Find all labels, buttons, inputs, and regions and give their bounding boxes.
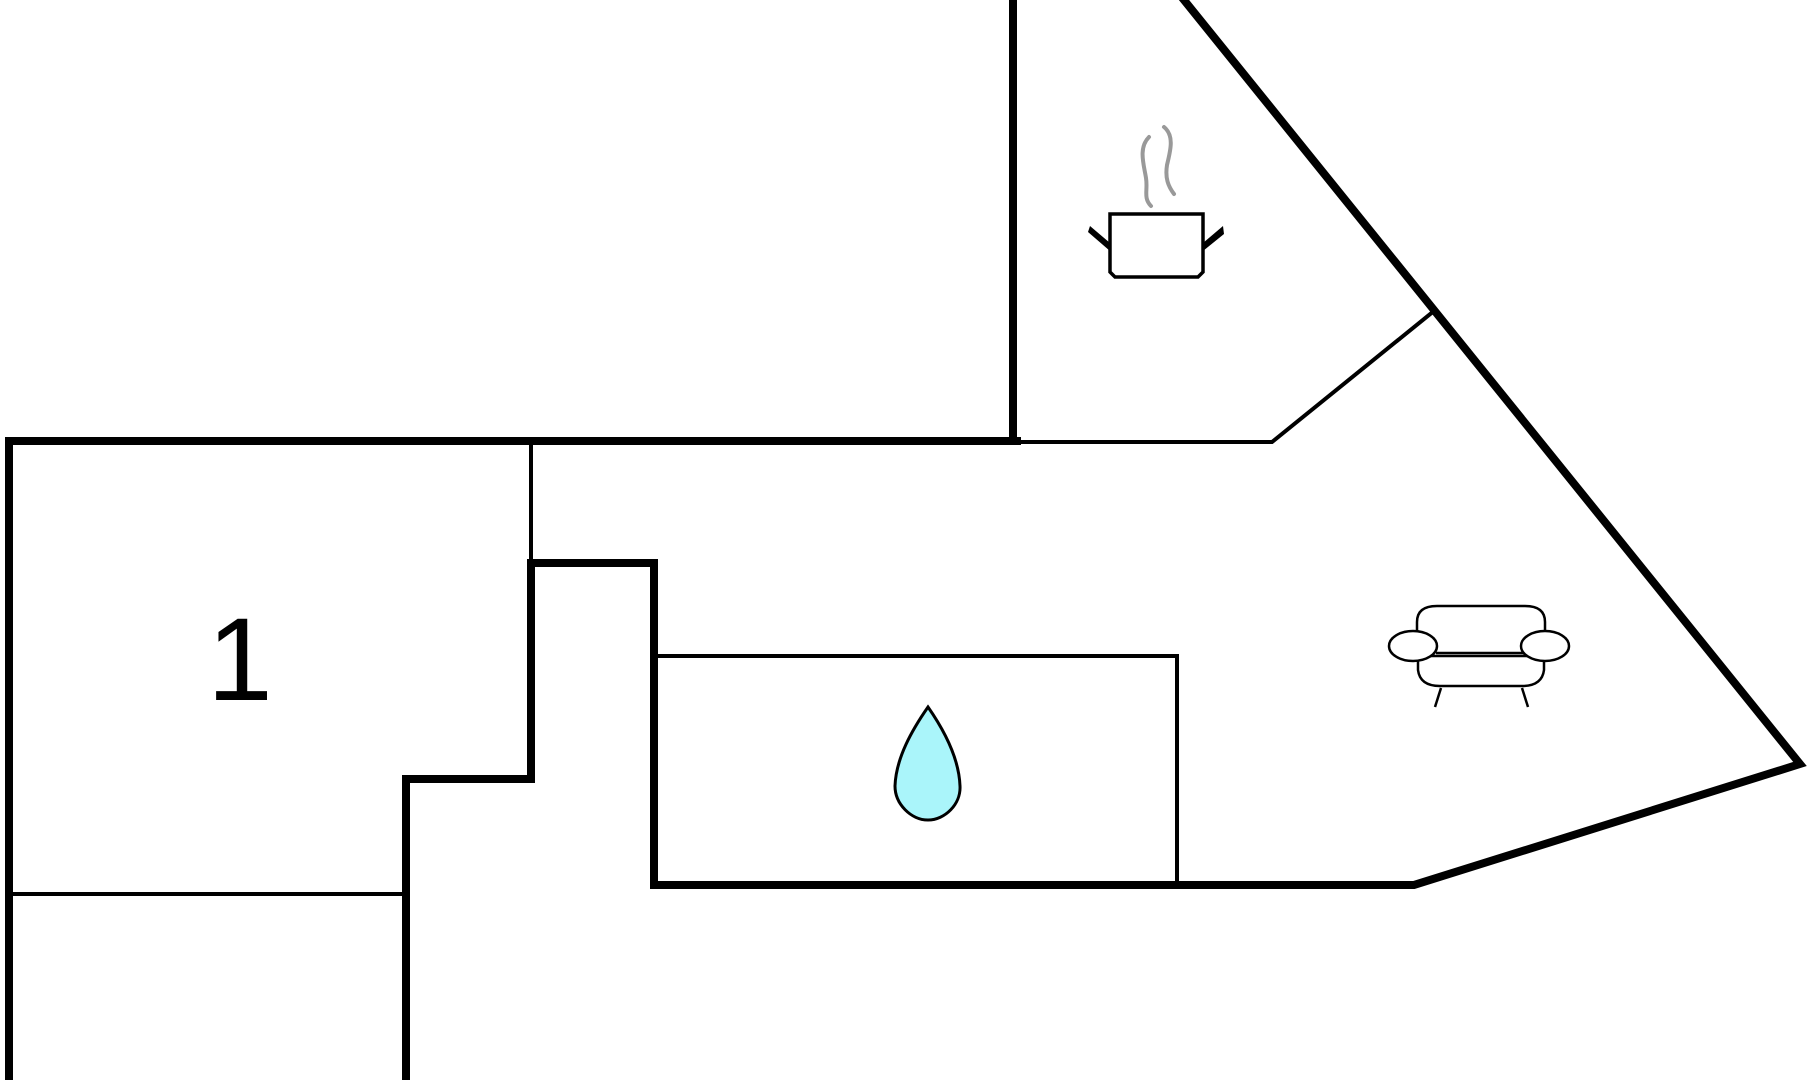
cooking-pot-icon (1088, 125, 1224, 279)
thick-walls (5, 0, 1807, 1080)
thin-walls (7, 308, 1437, 896)
wall-kitchen-bottom (1015, 308, 1437, 444)
wall-bathroom (654, 654, 1179, 887)
room-label-1: 1 (207, 594, 273, 726)
water-drop-icon (893, 704, 962, 822)
wall-left-top (5, 437, 1021, 1080)
sofa-icon (1387, 604, 1571, 708)
wall-diagonal-outer (402, 0, 1807, 1080)
